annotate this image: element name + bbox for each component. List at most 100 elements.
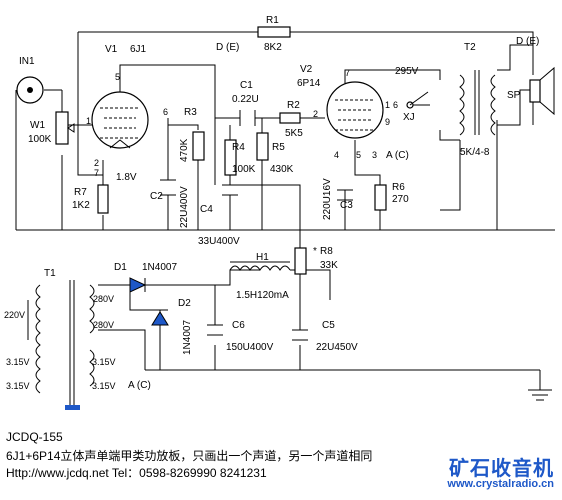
footer-contact: Http://www.jcdq.net Tel：0598-8269990 824… xyxy=(6,466,267,480)
d2-diode-icon xyxy=(151,311,169,326)
label-v1-pin2: 2 xyxy=(94,158,99,168)
label-r1: R1 xyxy=(266,15,279,26)
v1-cathode-wires xyxy=(77,55,104,230)
input-wires xyxy=(15,89,555,231)
feedback-wire xyxy=(77,31,534,55)
label-c2-value: 22U400V xyxy=(179,186,190,228)
t2-primary-wires xyxy=(439,130,461,211)
footer-description: 6J1+6P14立体声单端甲类功放板，只画出一个声道，另一个声道相同 xyxy=(6,449,373,463)
label-r4: R4 xyxy=(232,142,245,153)
label-c4: C4 xyxy=(200,204,213,215)
label-v2-pin5: 5 xyxy=(356,150,361,160)
c6-capacitor xyxy=(207,324,223,336)
label-r8-star: * xyxy=(313,246,317,257)
label-c2: C2 xyxy=(150,191,163,202)
label-w1-value: 100K xyxy=(28,134,52,145)
label-v2-pin9: 9 xyxy=(385,117,390,127)
label-ac2: A (C) xyxy=(128,380,151,391)
label-h1-value: 1.5H120mA xyxy=(236,290,289,301)
label-in1: IN1 xyxy=(19,56,35,67)
xj-switch-lever xyxy=(409,91,429,106)
brand-url: www.crystalradio.cn xyxy=(447,478,554,490)
label-v1-pin6: 6 xyxy=(163,107,168,117)
footer-model: JCDQ-155 xyxy=(6,430,63,444)
t1-core xyxy=(69,280,75,405)
label-fil2: 3.15V xyxy=(6,381,30,391)
input-jack-center xyxy=(27,87,33,93)
label-t1: T1 xyxy=(44,268,56,279)
c1-capacitor xyxy=(239,110,256,126)
label-sp: SP xyxy=(507,90,521,101)
speaker-cone xyxy=(539,66,555,116)
label-d1: D1 xyxy=(114,262,127,273)
v2-grids xyxy=(335,99,375,131)
label-r6: R6 xyxy=(392,182,405,193)
label-v2-volt: 295V xyxy=(395,66,419,77)
v1-heater xyxy=(109,139,131,149)
t2-secondary-wires xyxy=(496,44,534,230)
label-v2-pin7: 7 xyxy=(345,68,350,78)
label-r8: R8 xyxy=(320,246,333,257)
label-de1: D (E) xyxy=(216,42,239,53)
label-fil1: 3.15V xyxy=(6,357,30,367)
label-c6: C6 xyxy=(232,320,245,331)
psu-ground-wires xyxy=(145,285,541,390)
label-v2-type: 6P14 xyxy=(297,78,321,89)
label-v1-pin5: 5 xyxy=(115,72,120,82)
c4-capacitor xyxy=(222,184,238,196)
label-c3-value: 220U16V xyxy=(322,178,333,220)
label-v2-pin6: 6 xyxy=(393,100,398,110)
r3-resistor xyxy=(192,131,205,161)
t1-secondary-coil xyxy=(89,284,95,387)
label-r7: R7 xyxy=(74,187,87,198)
r8-resistor xyxy=(294,247,307,275)
t2-primary-coil xyxy=(459,74,465,136)
label-h1: H1 xyxy=(256,252,269,263)
label-v2-pin4: 4 xyxy=(334,150,339,160)
c5-capacitor xyxy=(292,329,308,341)
w1-wiper-arrow xyxy=(67,123,75,133)
t1-wires xyxy=(27,284,146,370)
label-c3: C3 xyxy=(340,200,353,211)
label-d2-value: 1N4007 xyxy=(182,320,193,355)
c2-capacitor xyxy=(160,179,176,196)
r4-c4-wires xyxy=(229,125,301,248)
label-r3: R3 xyxy=(184,107,197,118)
h1-choke-icon xyxy=(229,265,291,271)
label-w1: W1 xyxy=(30,120,45,131)
label-fil4: 3.15V xyxy=(92,381,116,391)
label-r5: R5 xyxy=(272,142,285,153)
label-mains: 220V xyxy=(4,310,25,320)
w1-potentiometer xyxy=(55,111,69,145)
t1-primary-coil xyxy=(35,284,41,394)
label-r1-value: 8K2 xyxy=(264,42,282,53)
d1-diode-icon xyxy=(129,277,147,293)
label-c4-value: 33U400V xyxy=(198,236,240,247)
brand-logo-text: 矿石收音机 xyxy=(449,458,554,480)
label-v2-pin1: 1 xyxy=(385,100,390,110)
r7-resistor xyxy=(97,184,109,214)
label-c6-value: 150U400V xyxy=(226,342,274,353)
psu-main-wires xyxy=(110,269,331,300)
r6-resistor xyxy=(374,184,387,211)
r4-resistor xyxy=(224,139,237,176)
r5-resistor xyxy=(256,132,269,161)
speaker-icon xyxy=(529,79,541,103)
label-c1: C1 xyxy=(240,80,253,91)
label-v2: V2 xyxy=(300,64,313,75)
label-v1-pin1: 1 xyxy=(86,116,91,126)
t2-core xyxy=(474,70,480,135)
label-r6-value: 270 xyxy=(392,194,409,205)
t1-base xyxy=(65,405,80,410)
label-hv1: 280V xyxy=(93,294,114,304)
label-hv2: 280V xyxy=(93,320,114,330)
label-v1-type: 6J1 xyxy=(130,44,147,55)
v1-tube-icon xyxy=(91,91,149,149)
label-r2-value: 5K5 xyxy=(285,128,303,139)
label-r8-value: 33K xyxy=(320,260,338,271)
label-v2-pin2: 2 xyxy=(313,109,318,119)
label-t2: T2 xyxy=(464,42,476,53)
ground-icon xyxy=(528,389,552,401)
